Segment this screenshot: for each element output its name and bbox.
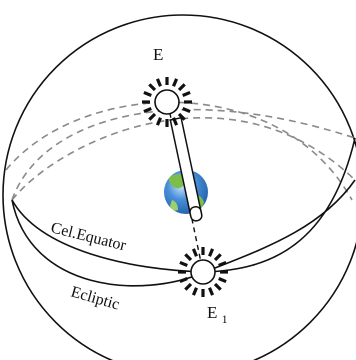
label-bottom-sun-subscript: 1 — [222, 312, 228, 326]
sun-ray — [179, 260, 188, 267]
equator-back-dashed — [11, 116, 356, 201]
sun-ray — [148, 112, 157, 121]
sun-ray — [179, 277, 188, 284]
sun-ray — [184, 253, 193, 262]
sun-ray — [172, 117, 179, 126]
sun-ray — [177, 83, 186, 92]
sun-ray — [177, 112, 186, 121]
sun-ray — [191, 248, 198, 257]
sun-disc — [190, 259, 216, 285]
sun-ray — [155, 78, 162, 87]
sun-ray — [208, 248, 215, 257]
ecliptic-back-dashed — [11, 108, 356, 201]
sun-ray — [213, 253, 222, 262]
sun-icon — [142, 77, 192, 127]
label-bottom-sun: E 1 — [207, 303, 228, 326]
sun-ray — [208, 287, 215, 296]
celestial-sphere-outline — [2, 14, 356, 360]
sun-ray — [143, 90, 152, 97]
label-ecliptic: Ecliptic — [69, 284, 122, 314]
label-top-sun: E — [153, 45, 163, 64]
label-celestial-equator: Cel.Equator — [49, 219, 128, 254]
sun-ray — [213, 282, 222, 291]
sun-ray — [218, 277, 227, 284]
sun-ray — [182, 90, 191, 97]
sun-ray — [143, 107, 152, 114]
sun-ray — [218, 260, 227, 267]
sun-ray — [172, 78, 179, 87]
sun-ray — [155, 117, 162, 126]
sun-ray — [182, 107, 191, 114]
sun-icon — [178, 247, 228, 297]
sun-ray — [191, 287, 198, 296]
sun-ray — [148, 83, 157, 92]
sun-disc — [154, 89, 180, 115]
label-bottom-sun-main: E — [207, 303, 217, 322]
sun-ray — [184, 282, 193, 291]
